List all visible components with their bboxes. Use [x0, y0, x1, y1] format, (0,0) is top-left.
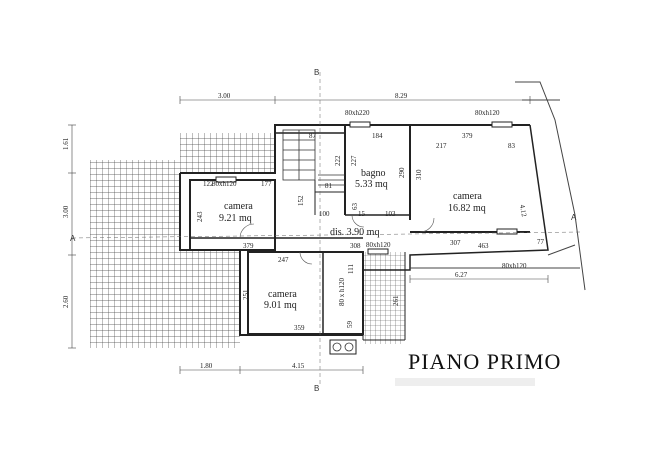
dim-top-right: 8.29	[395, 92, 408, 100]
room-area-camera-bottom: 9.01 mq	[264, 300, 297, 311]
inner-dim: 227	[350, 155, 358, 166]
inner-dim: 463	[478, 242, 489, 250]
plan-title: PIANO PRIMO	[408, 349, 561, 374]
inner-dim: 243	[196, 211, 204, 222]
inner-dim: 63	[351, 203, 359, 211]
section-marker-b-top: B	[314, 68, 319, 77]
window-label: 80xh120	[212, 180, 237, 188]
dim-bottom-left: 1.80	[200, 362, 213, 370]
terrace-tiles	[363, 252, 405, 344]
sink-icon	[332, 342, 354, 352]
inner-dim: 83	[508, 142, 516, 150]
inner-dim: 122	[203, 180, 214, 188]
inner-dim: 184	[372, 132, 383, 140]
inner-dim: 87	[309, 132, 317, 140]
inner-dim: 152	[297, 195, 305, 206]
inner-dim: 217	[436, 142, 447, 150]
dim-top-left: 3.00	[218, 92, 231, 100]
dim-left-middle: 3.00	[62, 205, 70, 218]
dim-right-outer: 6.27	[455, 271, 468, 279]
room-name-camera-bottom: camera	[268, 289, 297, 300]
window-marks	[215, 121, 518, 355]
section-lines	[71, 72, 581, 385]
room-area-bagno: 5.33 mq	[355, 179, 388, 190]
inner-dim: 290	[398, 167, 406, 178]
inner-dim: 379	[462, 132, 473, 140]
inner-dim: 310	[415, 169, 423, 180]
dim-left-lower: 2.60	[62, 295, 70, 308]
dim-left-upper: 1.61	[62, 137, 70, 150]
inner-dim: 77	[537, 238, 545, 246]
room-name-camera-left: camera	[224, 201, 253, 212]
window-label: 80 x h120	[338, 278, 346, 307]
inner-dim: 379	[243, 242, 254, 250]
room-label-disimpegno: dis. 3.90 mq	[330, 227, 379, 238]
watermark-smudge	[395, 378, 535, 386]
room-area-camera-right: 16.82 mq	[448, 203, 486, 214]
inner-dim: 247	[278, 256, 289, 264]
inner-dim: 222	[334, 155, 342, 166]
roof-tiles-left	[90, 160, 240, 348]
roof-tiles-top	[180, 133, 275, 173]
room-name-camera-right: camera	[453, 191, 482, 202]
window-label: 80xh220	[345, 109, 370, 117]
section-marker-b-bottom: B	[314, 384, 319, 393]
inner-dim: 59	[346, 321, 354, 329]
inner-dim: 251	[242, 289, 250, 300]
inner-dim: 359	[294, 324, 305, 332]
inner-dim: 307	[450, 239, 461, 247]
section-marker-a-right: A	[571, 213, 577, 222]
inner-dim: 308	[350, 242, 361, 250]
dimension-lines	[68, 96, 549, 374]
inner-dim: 261	[392, 295, 400, 306]
inner-dim: 177	[261, 180, 272, 188]
inner-dim: 15	[358, 210, 366, 218]
inner-dim: 4.12	[518, 204, 528, 218]
window-label: 80xh120	[366, 241, 391, 249]
window-label: 80xh120	[475, 109, 500, 117]
inner-dim: 100	[319, 210, 330, 218]
room-area-camera-left: 9.21 mq	[219, 213, 252, 224]
inner-dim: 81	[325, 182, 333, 190]
room-name-bagno: bagno	[361, 168, 385, 179]
staircase	[282, 129, 345, 186]
dim-bottom-right: 4.15	[292, 362, 305, 370]
section-marker-a-left: A	[70, 234, 76, 243]
inner-dim: 103	[385, 210, 396, 218]
window-label: 80xh120	[502, 262, 527, 270]
inner-dim: 111	[347, 264, 355, 274]
